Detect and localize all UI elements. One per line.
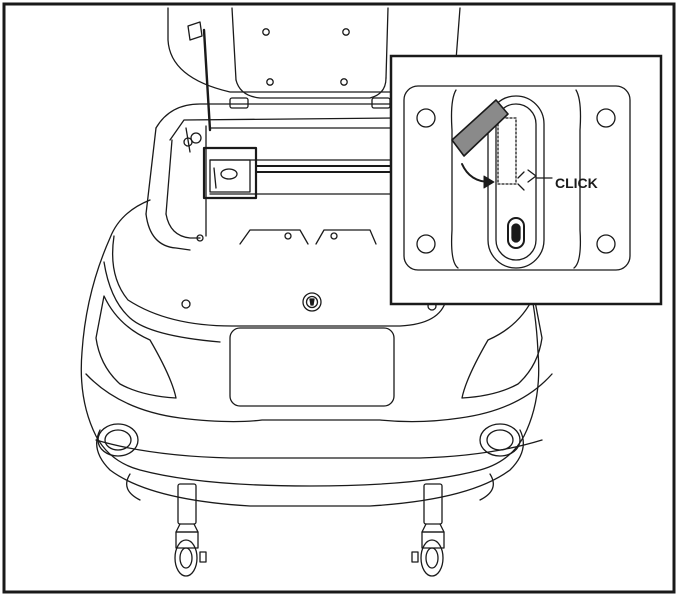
caster-wheel-left: [174, 483, 207, 577]
trunk-lid: [167, 7, 461, 109]
mounting-plate: [403, 85, 631, 271]
screw-hole-bottom-left: [416, 234, 436, 254]
latch-closed-position: [497, 117, 517, 185]
page-border: [2, 2, 676, 594]
support-rod: [202, 28, 212, 132]
screw-hole-bottom-right: [596, 234, 616, 254]
latch-small: [209, 159, 251, 193]
trunk-compartment: [145, 103, 443, 251]
click-indicator: [517, 169, 537, 191]
inset-detail: CLICK: [389, 54, 663, 306]
ride-on-car-rear-view: [80, 7, 553, 577]
screw-hole-top-left: [416, 108, 436, 128]
car-body: [80, 199, 553, 487]
click-label: CLICK: [555, 175, 598, 191]
latch-release-button: [507, 217, 525, 249]
rear-bumper: [96, 429, 524, 507]
latch-bar: [451, 99, 509, 157]
latch-slot-inner: [495, 103, 537, 261]
exhaust-pipes: [97, 423, 521, 457]
caster-wheel-right: [411, 483, 445, 577]
screw-hole-top-right: [596, 108, 616, 128]
